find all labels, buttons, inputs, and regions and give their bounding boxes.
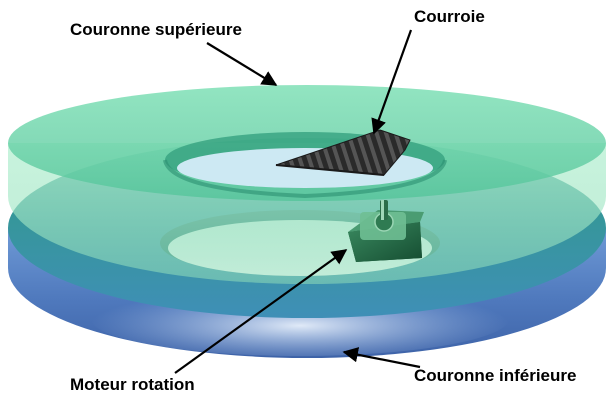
arrow-bottom-crown <box>342 347 421 369</box>
label-belt: Courroie <box>414 7 485 26</box>
label-motor: Moteur rotation <box>70 375 195 394</box>
arrow-belt <box>371 29 413 135</box>
top-crown <box>8 85 606 284</box>
motor <box>348 200 424 262</box>
arrow-motor <box>174 249 348 374</box>
arrow-top-crown <box>206 42 278 86</box>
label-top-crown: Couronne supérieure <box>70 20 242 39</box>
callout-arrows <box>174 29 421 374</box>
belt <box>275 129 411 176</box>
label-bottom-crown: Couronne inférieure <box>414 366 577 385</box>
